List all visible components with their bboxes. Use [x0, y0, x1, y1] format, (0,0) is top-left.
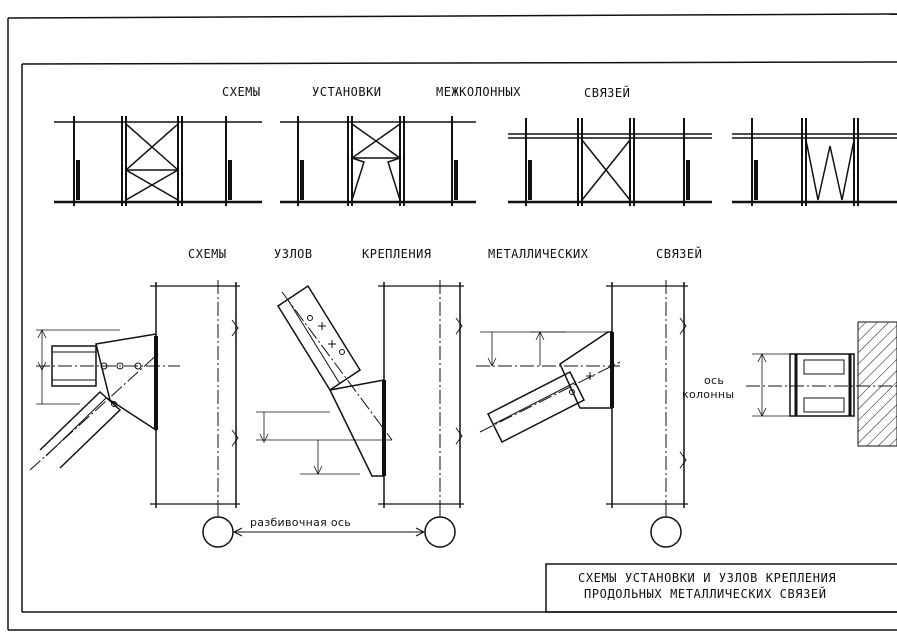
outer-frame	[7, 13, 897, 631]
connection-detail-2	[256, 280, 464, 512]
layout-axis-label: разбивочная ось	[250, 516, 351, 529]
bracing-scheme-4	[732, 118, 897, 206]
title-block: СХЕМЫ УСТАНОВКИ И УЗЛОВ КРЕПЛЕНИЯ ПРОДОЛ…	[545, 563, 897, 613]
header-bottom-word-4: МЕТАЛЛИЧЕСКИХ	[488, 247, 589, 261]
axis-circle-2	[424, 516, 456, 548]
header-bottom: СХЕМЫ УЗЛОВ КРЕПЛЕНИЯ МЕТАЛЛИЧЕСКИХ СВЯЗ…	[188, 246, 702, 261]
title-line-1: СХЕМЫ УСТАНОВКИ И УЗЛОВ КРЕПЛЕНИЯ	[578, 571, 836, 585]
axis-circle-3	[650, 516, 682, 548]
header-bottom-word-3: КРЕПЛЕНИЯ	[362, 247, 432, 261]
bracing-scheme-2	[280, 116, 476, 206]
bracing-scheme-3	[508, 118, 712, 206]
bracing-scheme-1	[54, 116, 262, 206]
layout-axis: разбивочная ось	[202, 508, 682, 548]
header-bottom-word-2: УЗЛОВ	[274, 247, 313, 261]
axis-label-line-1: ось	[704, 374, 724, 387]
axis-label-line-2: колонны	[682, 388, 734, 401]
connection-detail-1	[29, 280, 240, 512]
connection-detail-3	[476, 280, 688, 512]
header-bottom-word-1: СХЕМЫ	[188, 247, 227, 261]
header-top-word-3: МЕЖКОЛОННЫХ	[436, 85, 521, 99]
header-top-word-2: УСТАНОВКИ	[312, 85, 382, 99]
header-top-word-4: СВЯЗЕЙ	[584, 85, 630, 100]
header-bottom-word-5: СВЯЗЕЙ	[656, 246, 702, 261]
connection-detail-4: ось колонны	[682, 321, 897, 447]
title-line-2: ПРОДОЛЬНЫХ МЕТАЛЛИЧЕСКИХ СВЯЗЕЙ	[584, 586, 827, 601]
header-top: СХЕМЫ УСТАНОВКИ МЕЖКОЛОННЫХ СВЯЗЕЙ	[222, 85, 630, 100]
axis-circle-1	[202, 516, 234, 548]
header-top-word-1: СХЕМЫ	[222, 85, 261, 99]
